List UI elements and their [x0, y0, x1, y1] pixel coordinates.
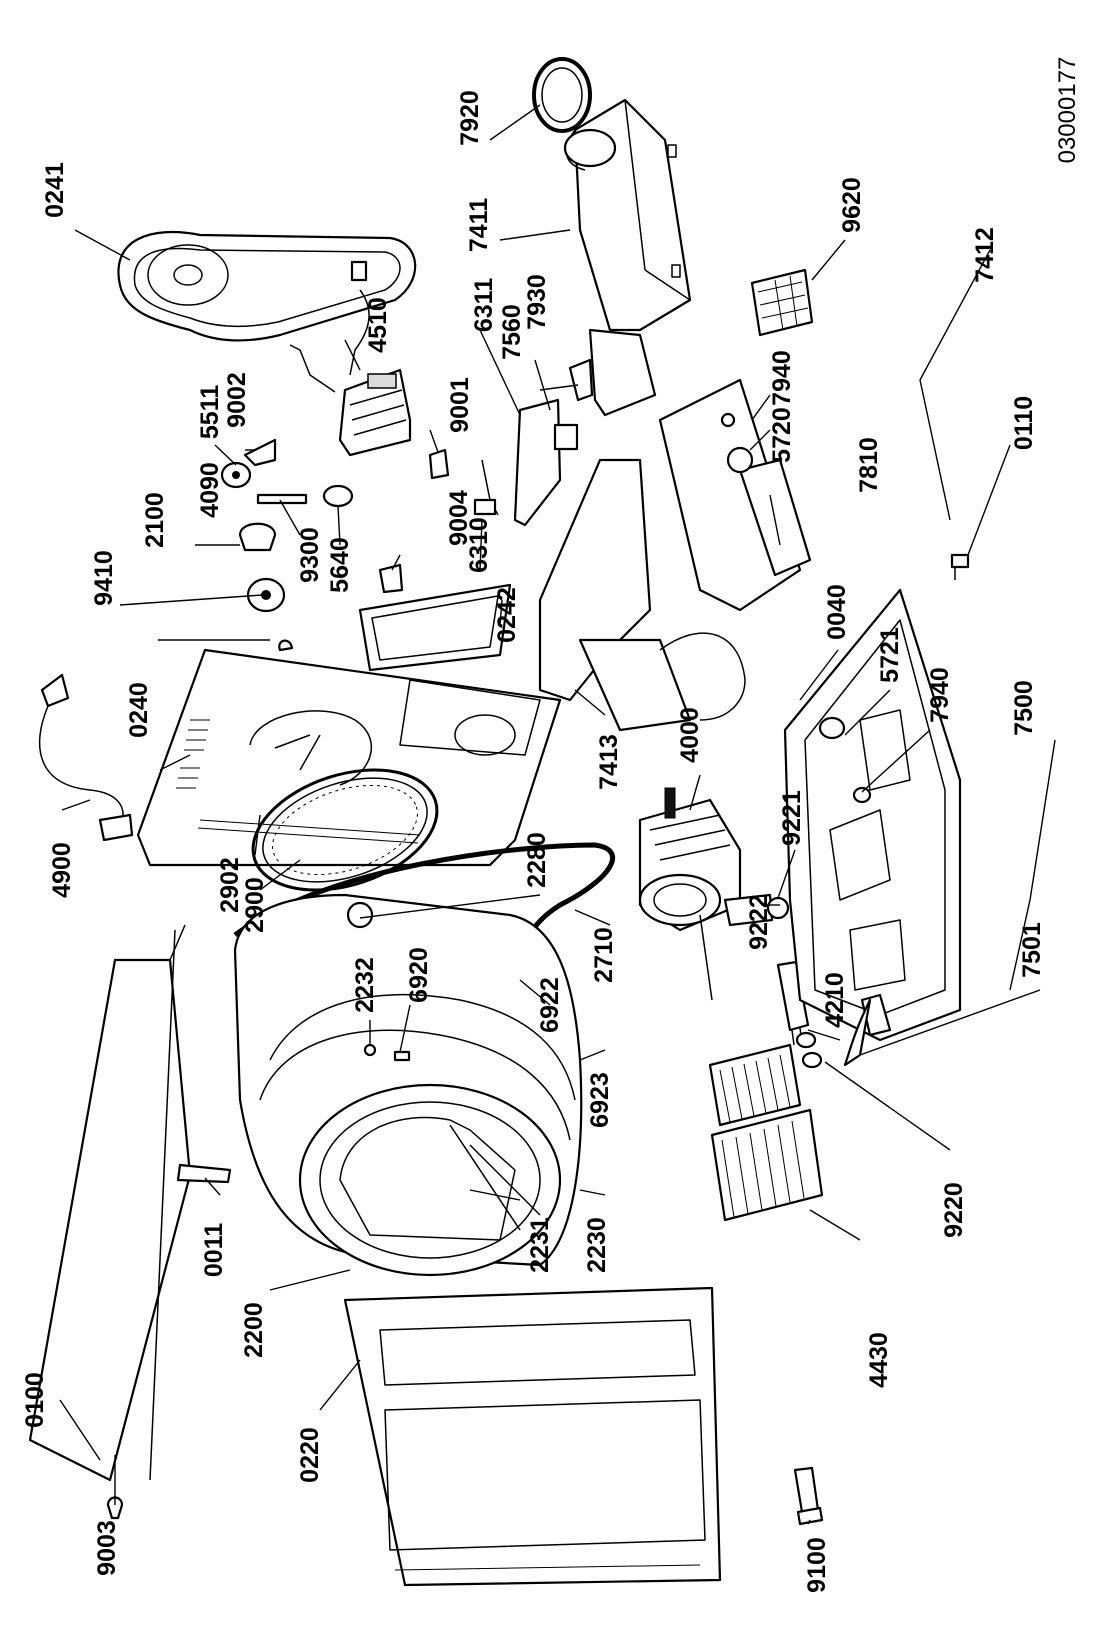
- base-tray-illustration: [783, 588, 962, 1067]
- front-panel-illustration: [343, 1286, 722, 1587]
- callout-0241: 0241: [41, 162, 69, 218]
- power-cord-illustration: [39, 673, 134, 842]
- part-callouts: 7920 7411 0241 9620 7412 6311 7560 7930 …: [21, 57, 1081, 1593]
- callout-7920: 7920: [456, 90, 484, 146]
- bolt-illustration: [950, 553, 970, 580]
- callout-7500: 7500: [1010, 680, 1038, 736]
- housing-illustration: [538, 378, 812, 732]
- callout-0240: 0240: [125, 682, 153, 738]
- heater-block-illustration: [289, 289, 412, 457]
- callout-0220: 0220: [296, 1427, 324, 1483]
- document-id: 03000177: [1054, 57, 1081, 164]
- callout-5511: 5511: [196, 385, 224, 439]
- callout-4430: 4430: [865, 1332, 893, 1388]
- small-parts-illustration: [220, 438, 499, 652]
- callout-4090: 4090: [196, 462, 224, 518]
- callout-5720: 5720: [768, 407, 796, 463]
- blower-wheels-illustration: [708, 1031, 824, 1222]
- small-plug-illustration: [106, 1496, 124, 1520]
- duct-illustration: [563, 98, 692, 417]
- callout-9002: 9002: [223, 372, 251, 428]
- callout-5640: 5640: [326, 537, 354, 593]
- callout-5721: 5721: [876, 627, 904, 683]
- callout-0100: 0100: [21, 1372, 49, 1428]
- callout-2902: 2902: [216, 857, 244, 913]
- callout-7940-bottom: 7940: [926, 667, 954, 723]
- callout-9221: 9221: [778, 790, 806, 846]
- screw-illustration: [793, 1466, 824, 1526]
- callout-4510: 4510: [364, 297, 392, 353]
- leader-lines: [59, 104, 1056, 1525]
- callout-0011: 0011: [200, 1223, 228, 1277]
- callout-7810: 7810: [855, 437, 883, 493]
- callout-7413: 7413: [595, 734, 623, 790]
- callout-9300: 9300: [296, 527, 324, 583]
- callout-7412: 7412: [971, 227, 999, 283]
- callout-9004: 9004: [445, 490, 473, 546]
- callout-9620: 9620: [838, 177, 866, 233]
- callout-6923: 6923: [586, 1072, 614, 1128]
- callout-4210: 4210: [821, 972, 849, 1028]
- callout-9003: 9003: [93, 1520, 121, 1576]
- callout-6310: 6310: [465, 517, 493, 573]
- callout-4900: 4900: [48, 842, 76, 898]
- clip-illustration: [568, 358, 594, 402]
- seal-ring-illustration: [532, 57, 592, 133]
- callout-2900: 2900: [241, 877, 269, 933]
- callout-2280: 2280: [523, 832, 551, 888]
- rear-panel-illustration: [136, 648, 562, 867]
- drum-illustration: [233, 893, 583, 1277]
- callout-6920: 6920: [405, 947, 433, 1003]
- callout-9100: 9100: [803, 1537, 831, 1593]
- callout-7411: 7411: [465, 198, 493, 252]
- callout-7940-top: 7940: [768, 350, 796, 406]
- callout-6922: 6922: [536, 977, 564, 1033]
- plate-illustration: [513, 398, 579, 527]
- drum-rings-illustration: [251, 768, 439, 892]
- callout-0040: 0040: [823, 584, 851, 640]
- callout-9222: 9222: [745, 894, 773, 950]
- callout-2230: 2230: [583, 1217, 611, 1273]
- callout-6311: 6311: [470, 278, 498, 332]
- callout-7501: 7501: [1018, 922, 1046, 978]
- callout-2231: 2231: [526, 1217, 554, 1273]
- callout-2100: 2100: [141, 492, 169, 548]
- motor-illustration: [638, 787, 774, 1001]
- callout-9410: 9410: [90, 550, 118, 606]
- top-panel-illustration: [28, 924, 232, 1482]
- callout-2710: 2710: [590, 927, 618, 983]
- callout-9220: 9220: [940, 1182, 968, 1238]
- callout-7930: 7930: [523, 274, 551, 330]
- callout-9001: 9001: [446, 377, 474, 433]
- belt-cover-illustration: [117, 231, 417, 342]
- callout-0110: 0110: [1010, 396, 1038, 450]
- callout-2200: 2200: [240, 1302, 268, 1358]
- filter-grille-illustration: [750, 268, 814, 337]
- callout-0242: 0242: [493, 587, 521, 643]
- callout-4000: 4000: [676, 707, 704, 763]
- callout-7560: 7560: [498, 304, 526, 360]
- gasket-frame-illustration: [358, 583, 512, 672]
- callout-2232: 2232: [351, 957, 379, 1013]
